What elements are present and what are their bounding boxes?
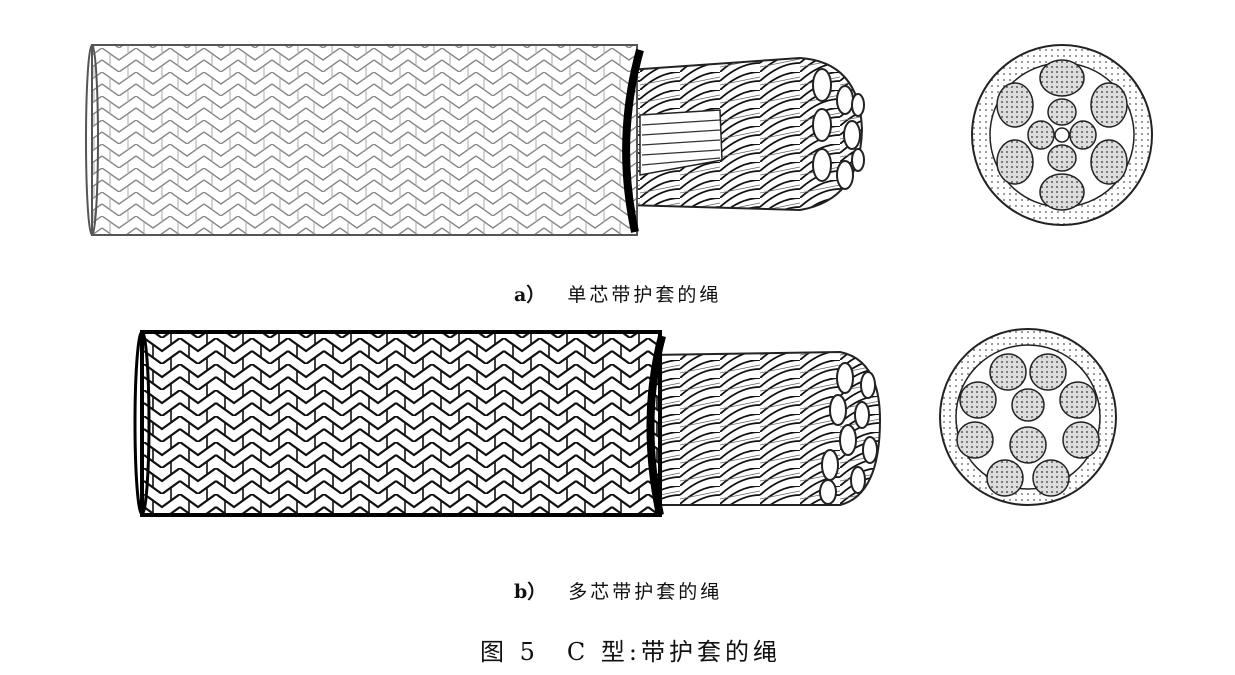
rope-a-strand-ends [812, 68, 865, 190]
caption-a: a） 单芯带护套的绳 [514, 280, 721, 307]
caption-a-text: 单芯带护套的绳 [567, 284, 722, 306]
rope-b-sheath [140, 330, 662, 517]
caption-a-label: a） [514, 284, 546, 306]
caption-b: b） 多芯带护套的绳 [514, 577, 722, 604]
figure-title: 图 5 C 型:带护套的绳 [480, 638, 781, 666]
rope-a-single-core [85, 44, 865, 236]
rope-b-strand-ends [819, 362, 878, 505]
caption-b-text: 多芯带护套的绳 [568, 581, 723, 603]
cross-section-a [971, 44, 1153, 226]
cross-section-b [939, 328, 1117, 506]
rope-a-core-strands [627, 56, 864, 212]
caption-b-label: b） [514, 581, 547, 603]
rope-a-sheath-edge [622, 48, 644, 233]
rope-a-sheath [91, 44, 638, 236]
rope-b-sheath-edge [646, 334, 666, 516]
rope-b-multi-core [133, 330, 882, 517]
